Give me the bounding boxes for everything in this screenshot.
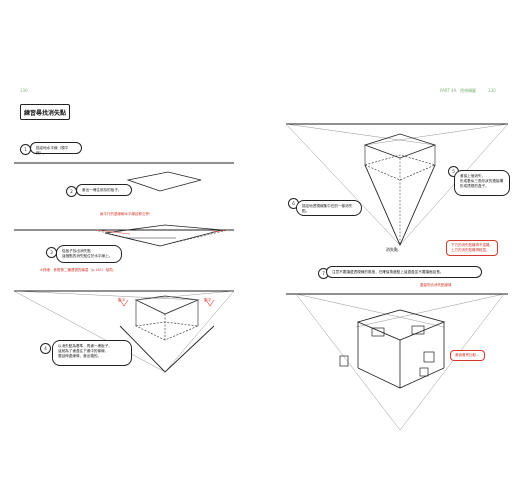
converge-label-right: 集中 xyxy=(204,298,211,302)
step-7-bubble: 注意不要讓邊透視線的角度，在確保角度點上這邊盒並不要讓面延長。 xyxy=(326,266,482,278)
step-4-number: 4 xyxy=(40,343,51,354)
parallel-note: 兩平行的邊線朝水平線延伸交會！ xyxy=(100,212,153,216)
match-note: 盡量吻合消失點線條 xyxy=(420,283,452,287)
board-top xyxy=(134,295,200,315)
board-shape xyxy=(126,171,202,192)
reference-note: ※詳細：參照第二種透視的練習（p.161）相同。 xyxy=(40,268,116,272)
chapter-label: 透視構圖 xyxy=(460,88,476,93)
vanishing-point-label: 消失點 xyxy=(386,247,398,252)
converge-label-left: 集中 xyxy=(118,298,125,302)
step-4-bubble: 以消失點為基準，再畫一塊板子， 這就為了畫盒往下畫中的條線， 要延伸邊線條，畫出… xyxy=(52,340,132,366)
step-5-bubble: 畫接上個消失， 形成看似三角形狀的連接構 形成透視的盒子。 xyxy=(454,170,510,196)
left-page-number: 130 xyxy=(20,88,28,93)
step-1-bubble: 描定地水平線（視平線）。 xyxy=(30,142,82,155)
check-note: 畫面看會比較… xyxy=(450,350,485,361)
right-page-number: 130 xyxy=(488,88,496,93)
section-label: PART 4A xyxy=(440,88,457,93)
distance-note: 下方的消失點離得不遠離， 上方的消失點離得較遠。 xyxy=(446,240,498,256)
step-2-bubble: 畫出一塊往前扣的板子。 xyxy=(76,184,132,196)
step-3-bubble: 從板子找出消失點 這個點的消失點位於水平線上。 xyxy=(56,245,122,263)
step-6-bubble: 描定地透視線集中在的一條消失點。 xyxy=(296,200,362,216)
board-vp xyxy=(104,224,223,247)
page-title: 練習尋找消失點 xyxy=(20,104,70,120)
